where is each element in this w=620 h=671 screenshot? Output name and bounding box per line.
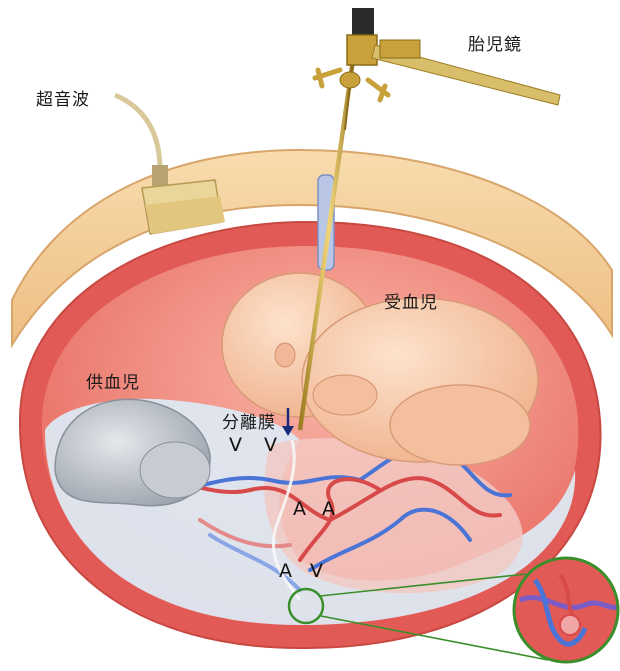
fetoscope-label: 胎児鏡 bbox=[468, 30, 522, 55]
membrane-label: 分離膜 bbox=[222, 408, 276, 433]
donor-twin-label: 供血児 bbox=[86, 368, 140, 393]
vein-mark-low: V bbox=[310, 560, 323, 582]
artery-mark-mid-1: A bbox=[293, 498, 306, 520]
artery-mark-mid-2: A bbox=[322, 498, 335, 520]
vein-mark-left-2: V bbox=[264, 434, 277, 456]
vein-mark-left-1: V bbox=[229, 434, 242, 456]
ultrasound-label: 超音波 bbox=[36, 85, 90, 110]
artery-mark-low: A bbox=[279, 560, 292, 582]
recipient-twin-label: 受血児 bbox=[384, 288, 438, 313]
